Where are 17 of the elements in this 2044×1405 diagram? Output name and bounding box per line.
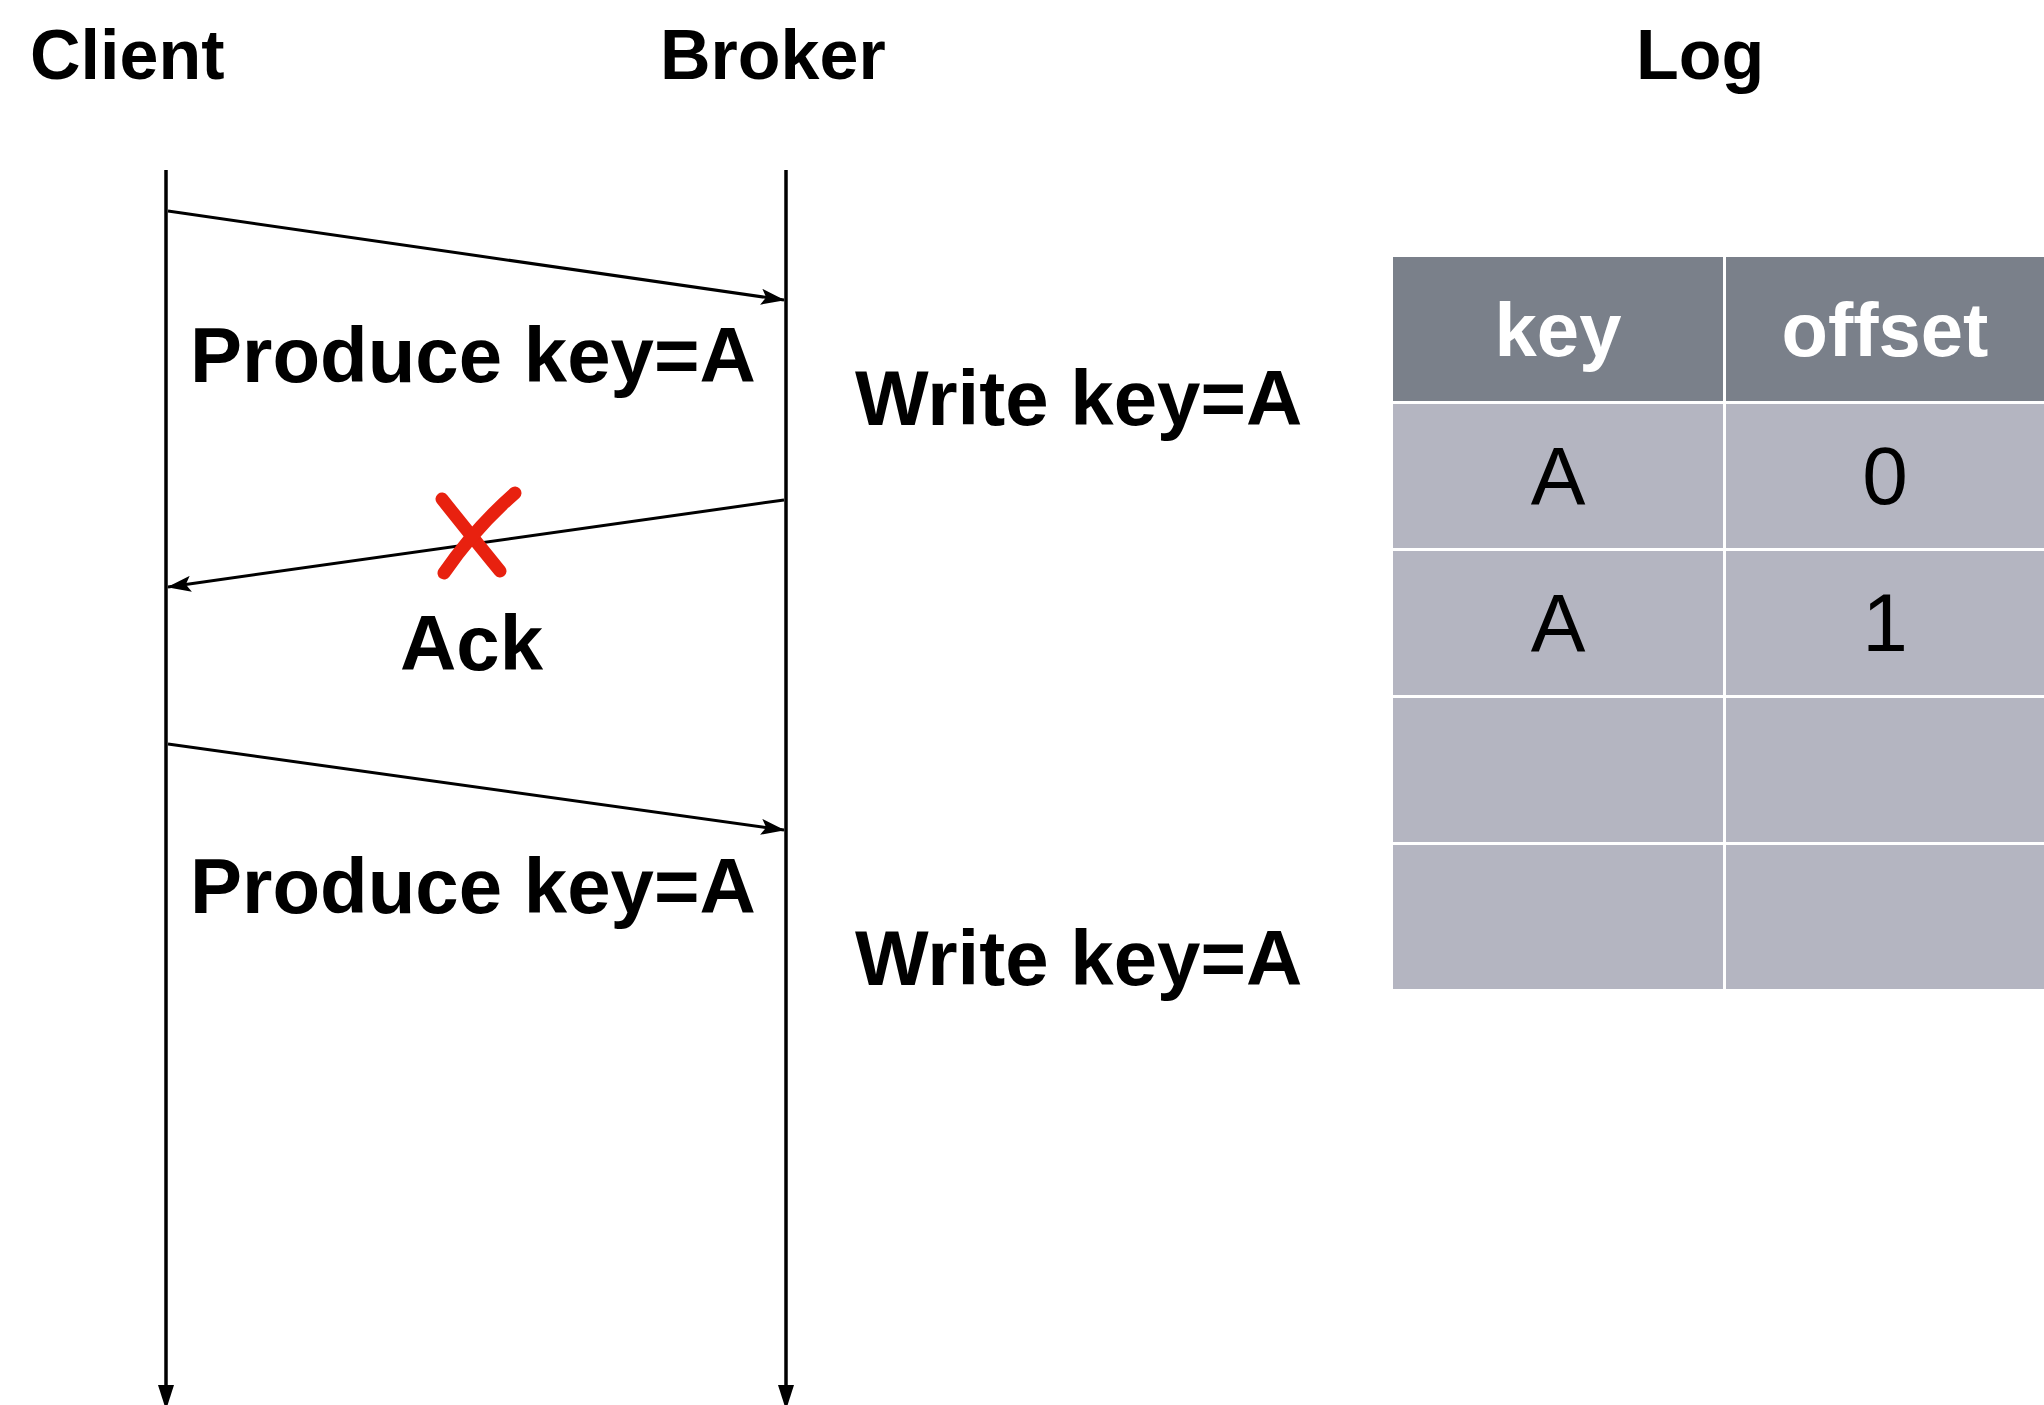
column-header: offset: [1726, 257, 2044, 401]
participant-name: Broker: [660, 15, 886, 95]
table-cell: 0: [1726, 404, 2044, 548]
participant-name: Client: [30, 15, 225, 95]
message-arrow: [167, 742, 785, 835]
table-cell: A: [1393, 404, 1723, 548]
edge-label: Produce key=A: [190, 843, 756, 929]
table-cell: A: [1393, 551, 1723, 695]
edge-label: Produce key=A: [190, 312, 756, 398]
note-text: Write key=A: [855, 915, 1303, 1001]
table-cell: 1: [1726, 551, 2044, 695]
message-arrow: [167, 209, 785, 305]
message-arrow: [167, 498, 785, 592]
column-header: key: [1393, 257, 1723, 401]
table-title: Log: [1636, 15, 1765, 95]
note-text: Write key=A: [855, 355, 1303, 441]
edge-label: Ack: [400, 600, 544, 686]
